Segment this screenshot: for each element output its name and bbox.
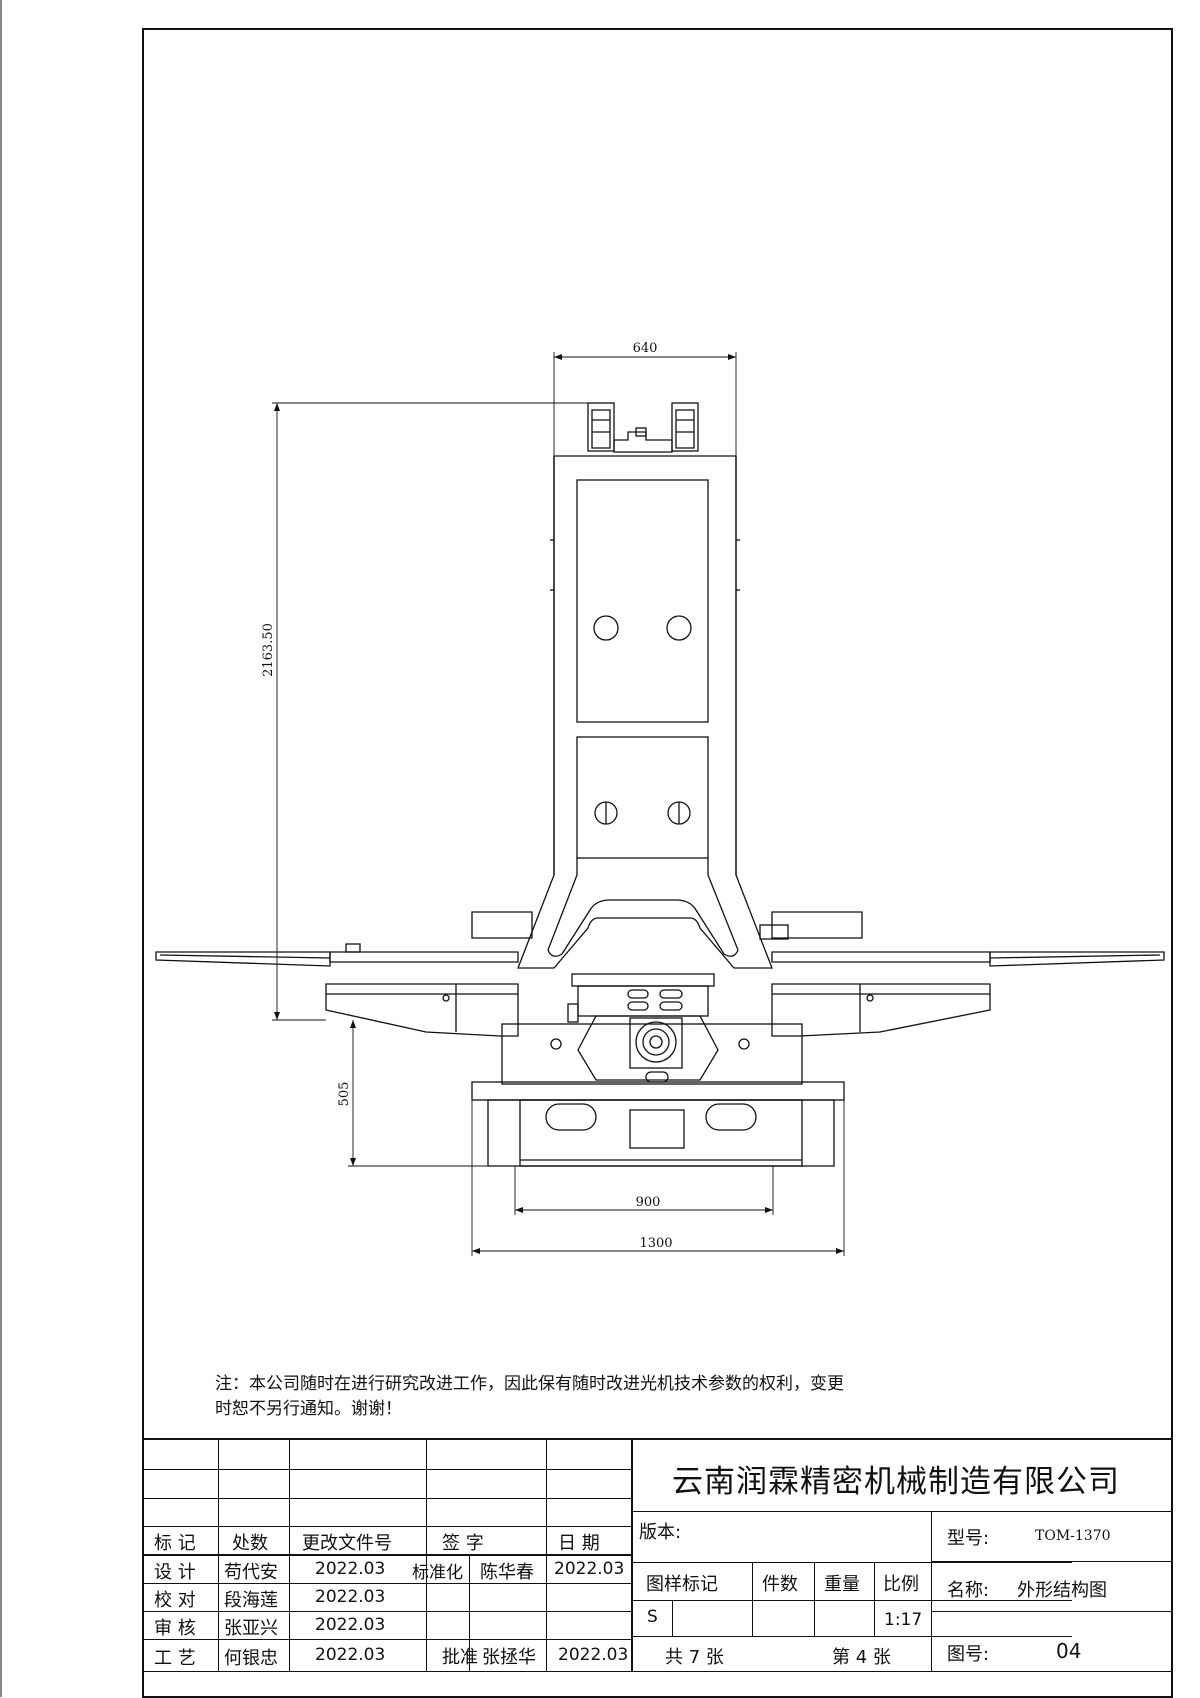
dim-640-label: 640 — [633, 341, 658, 356]
revision-note: 注：本公司随时在进行研究改进工作，因此保有随时改进光机技术参数的权利，变更 时恕… — [215, 1372, 995, 1422]
standardization-name: 陈华春 — [480, 1562, 534, 1583]
drawing-no-value: 04 — [1056, 1639, 1082, 1663]
role-review: 审 核 — [154, 1618, 196, 1639]
name-design: 苟代安 — [224, 1562, 278, 1583]
dim-1300-label: 1300 — [639, 1236, 672, 1251]
date-review: 2022.03 — [315, 1615, 386, 1635]
name-value: 外形结构图 — [1017, 1580, 1107, 1601]
pattern-mark-label: 图样标记 — [646, 1574, 718, 1595]
header-count: 处数 — [232, 1533, 268, 1554]
dim-505-label: 505 — [337, 1082, 352, 1107]
column-body — [517, 455, 773, 969]
header-change-doc: 更改文件号 — [302, 1533, 392, 1554]
machine-base — [471, 1023, 845, 1167]
header-sign: 签 字 — [442, 1533, 484, 1554]
approval-date: 2022.03 — [558, 1645, 629, 1665]
saddle — [567, 973, 715, 1023]
name-review: 张亚兴 — [224, 1618, 278, 1639]
cable-carrier-left — [587, 402, 615, 452]
name-check: 段海莲 — [224, 1590, 278, 1611]
date-process: 2022.03 — [315, 1645, 386, 1665]
role-design: 设 计 — [154, 1562, 196, 1583]
dim-2163-label: 2163.50 — [261, 623, 276, 677]
sheet-number: 第 4 张 — [832, 1647, 891, 1668]
right-guard — [759, 911, 1165, 1037]
sheet-edge — [0, 0, 2, 1697]
note-line-2: 时恕不另行通知。谢谢！ — [215, 1399, 402, 1419]
title-block: 云南润霖精密机械制造有限公司 标 记 处数 更改文件号 签 字 日 期 设 计 … — [142, 1438, 1173, 1672]
dim-900-label: 900 — [636, 1195, 661, 1210]
role-check: 校 对 — [154, 1590, 196, 1611]
note-line-1: 注：本公司随时在进行研究改进工作，因此保有随时改进光机技术参数的权利，变更 — [215, 1374, 844, 1394]
weight-label: 重量 — [824, 1574, 860, 1595]
total-sheets: 共 7 张 — [665, 1647, 724, 1668]
model-value: TOM-1370 — [1035, 1528, 1111, 1544]
header-date: 日 期 — [558, 1533, 600, 1554]
model-label: 型号: — [947, 1528, 990, 1549]
role-process: 工 艺 — [154, 1648, 196, 1669]
approval-label: 批准 — [442, 1647, 478, 1668]
version-label: 版本: — [639, 1522, 682, 1543]
scale-value: 1:17 — [884, 1610, 923, 1630]
approval-name: 张拯华 — [482, 1647, 536, 1668]
header-mark: 标 记 — [154, 1533, 196, 1554]
spindle-head — [577, 1015, 719, 1083]
quantity-label: 件数 — [762, 1574, 798, 1595]
left-guard — [155, 911, 533, 1037]
name-process: 何银忠 — [224, 1648, 278, 1669]
drawing-no-label: 图号: — [947, 1644, 990, 1665]
s-mark: S — [647, 1607, 658, 1627]
cable-carrier-right — [671, 402, 699, 452]
company-name: 云南润霖精密机械制造有限公司 — [672, 1464, 1120, 1500]
top-bracket — [613, 427, 673, 453]
standardization-label: 标准化 — [412, 1563, 463, 1583]
date-design: 2022.03 — [315, 1559, 386, 1579]
ratio-label: 比例 — [883, 1574, 919, 1595]
standardization-date: 2022.03 — [554, 1559, 625, 1579]
name-label: 名称: — [947, 1580, 990, 1601]
date-check: 2022.03 — [315, 1587, 386, 1607]
